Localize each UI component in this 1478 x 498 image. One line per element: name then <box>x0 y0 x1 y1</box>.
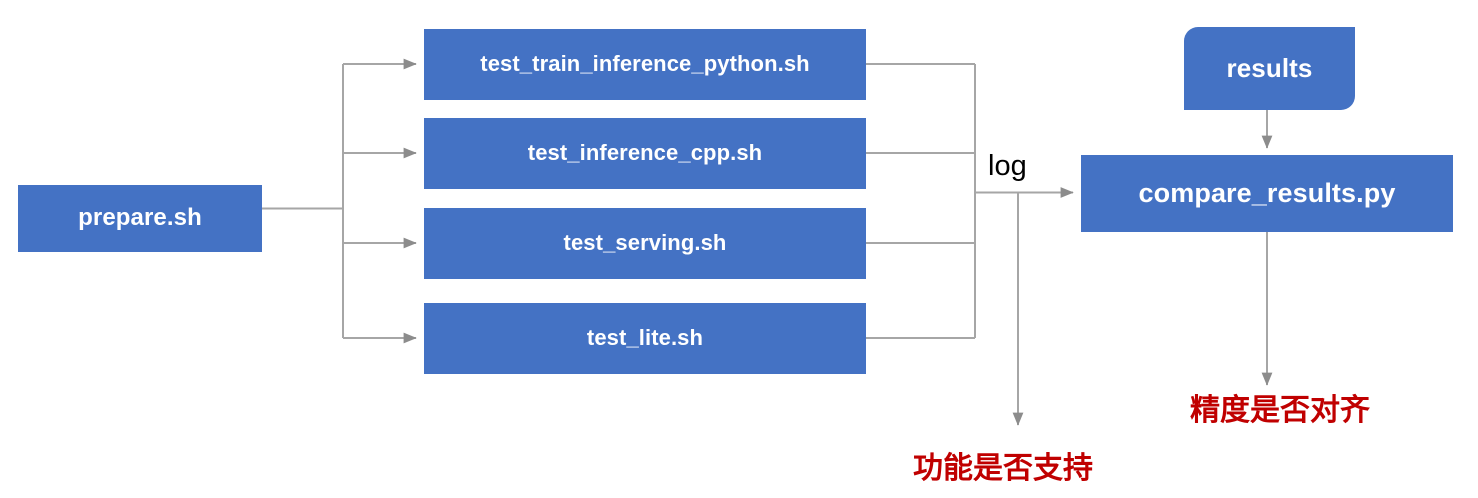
node-results[interactable]: results <box>1184 27 1355 110</box>
node-test-train-inference-python-sh[interactable]: test_train_inference_python.sh <box>424 29 866 100</box>
node-test-lite-sh[interactable]: test_lite.sh <box>424 303 866 374</box>
node-test-serving-sh[interactable]: test_serving.sh <box>424 208 866 279</box>
node-test-inference-cpp-sh[interactable]: test_inference_cpp.sh <box>424 118 866 189</box>
annotation-precision-aligned: 精度是否对齐 <box>1190 393 1370 428</box>
edge-label-log: log <box>988 150 1027 182</box>
node-compare-results-py[interactable]: compare_results.py <box>1081 155 1453 232</box>
annotation-function-support: 功能是否支持 <box>913 451 1093 486</box>
node-prepare-sh[interactable]: prepare.sh <box>18 185 262 252</box>
